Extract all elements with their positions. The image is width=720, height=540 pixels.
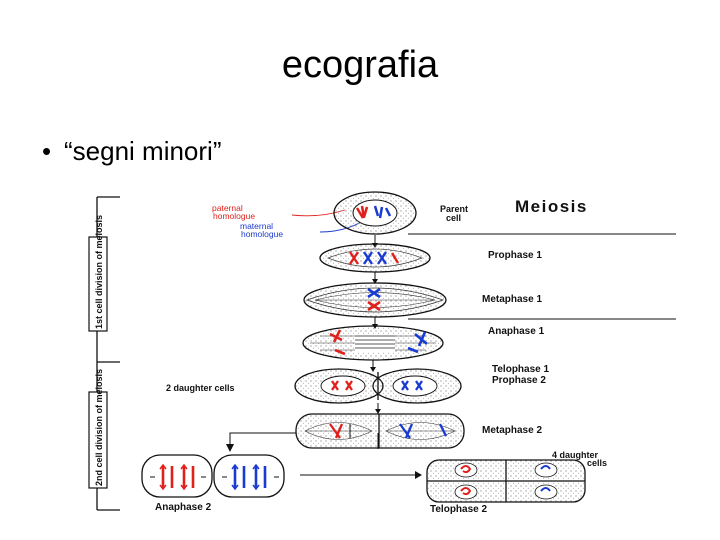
maternal-label-2: homologue [241,229,283,239]
diagram-title: Meiosis [515,197,588,216]
telophase2-label: Telophase 2 [430,504,487,515]
maternal-label-1: maternal [240,221,273,231]
prophase1-cell [319,243,431,273]
bullet-dot: • [42,136,52,166]
anaphase1-label: Anaphase 1 [488,326,545,337]
two-daughter-label: 2 daughter cells [166,383,235,393]
telophase2-cells [426,459,586,503]
division1-box: 1st cell division of meiosis [88,215,108,332]
telophase1-cells [294,368,462,404]
bullet-item: • “segni minori” [42,136,222,167]
paternal-label-2: homologue [213,211,255,221]
paternal-label-1: paternal [212,203,243,213]
parent-cell [333,191,417,235]
metaphase1-cell [303,282,447,318]
telophase1-label: Telophase 1 [492,364,549,375]
four-daughter-label-1: 4 daughter [552,450,599,460]
metaphase2-label: Metaphase 2 [482,425,542,436]
prophase2-label: Prophase 2 [492,375,546,386]
division2-label: 2nd cell division of meiosis [94,369,104,486]
four-daughter-label-2: cells [587,458,607,468]
bullet-text: “segni minori” [64,136,222,166]
division2-box: 2nd cell division of meiosis [88,369,108,489]
parent-cell-label-1: Parent [440,204,468,214]
anaphase1-cell [302,325,444,361]
division1-label: 1st cell division of meiosis [94,215,104,329]
prophase1-label: Prophase 1 [488,250,542,261]
metaphase1-label: Metaphase 1 [482,294,542,305]
metaphase2-cells [295,413,465,449]
anaphase2-cells [141,454,285,498]
parent-cell-label-2: cell [446,213,461,223]
anaphase2-label: Anaphase 2 [155,502,212,513]
slide-title: ecografia [281,44,439,86]
